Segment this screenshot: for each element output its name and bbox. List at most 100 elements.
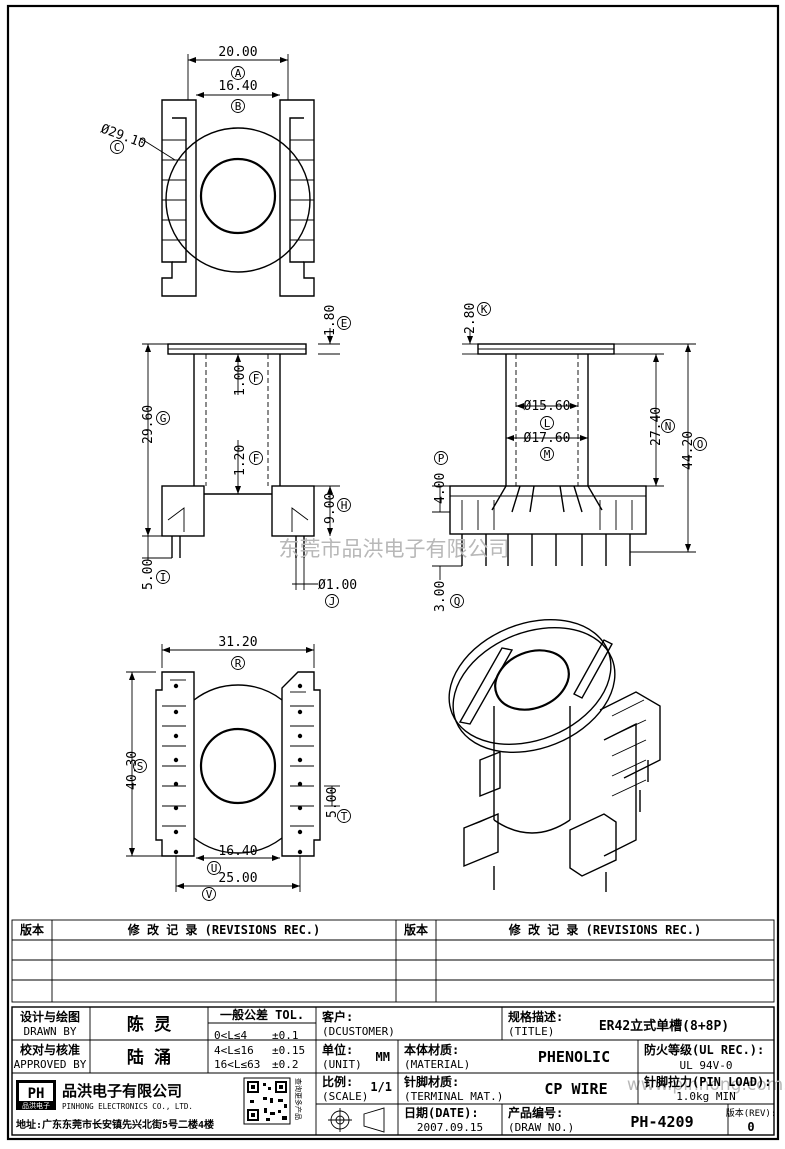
- label-h: H: [341, 499, 348, 512]
- unit-cn: 单位:: [322, 1042, 353, 1057]
- terminal-en: (TERMINAL MAT.): [404, 1090, 503, 1103]
- unit-en: (UNIT): [322, 1058, 362, 1071]
- projection-symbol-icon: [328, 1107, 385, 1133]
- revision-table: 版本 修 改 记 录 (REVISIONS REC.) 版本 修 改 记 录 (…: [11, 919, 775, 1003]
- tol-row-1-value: ±0.1: [272, 1029, 299, 1042]
- approved-by-name: 陆 涌: [127, 1048, 171, 1068]
- svg-text:品洪电子: 品洪电子: [22, 1101, 50, 1110]
- dim-k-value: 2.80: [463, 303, 478, 334]
- dim-u-value: 16.40: [218, 844, 257, 859]
- label-l: L: [544, 417, 551, 430]
- draw-no-cn: 产品编号:: [508, 1105, 563, 1120]
- company-logo-icon: PH 品洪电子: [16, 1080, 56, 1110]
- label-a: A: [235, 67, 242, 80]
- scale-value: 1/1: [370, 1080, 392, 1094]
- drawn-by-name: 陈 灵: [127, 1014, 172, 1035]
- label-v: V: [206, 888, 213, 901]
- approved-by-cn: 校对与核准: [20, 1042, 80, 1057]
- label-i: I: [160, 571, 167, 584]
- dim-o-value: 44.20: [681, 431, 696, 470]
- qr-code-icon: [243, 1077, 291, 1125]
- dim-t-value: 5.00: [325, 787, 340, 818]
- label-s: S: [137, 760, 144, 773]
- label-b: B: [235, 100, 242, 113]
- scale-cn: 比例:: [322, 1074, 353, 1089]
- watermark-url: www.pinhong.com.tw: [627, 1075, 785, 1095]
- date-cn: 日期(DATE):: [404, 1105, 479, 1120]
- unit-value: MM: [376, 1050, 390, 1064]
- fire-rating-cn: 防火等级(UL REC.):: [644, 1042, 764, 1057]
- company-name-cn: 品洪电子有限公司: [62, 1082, 182, 1100]
- dim-b-value: 16.40: [218, 79, 257, 94]
- terminal-value: CP WIRE: [544, 1080, 607, 1098]
- rev-col-version-right: 版本: [404, 922, 428, 937]
- draw-no-value: PH-4209: [630, 1113, 693, 1131]
- label-f1: F: [253, 372, 260, 385]
- spec-cn: 规格描述:: [508, 1009, 563, 1024]
- drawn-by-cn: 设计与绘图: [20, 1009, 80, 1024]
- label-o: O: [697, 438, 704, 451]
- fire-rating-value: UL 94V-0: [680, 1059, 733, 1072]
- rev-col-record-left: 修 改 记 录 (REVISIONS REC.): [127, 922, 321, 937]
- drawn-by-en: DRAWN BY: [24, 1025, 77, 1038]
- label-n: N: [665, 420, 672, 433]
- material-cn: 本体材质:: [404, 1042, 459, 1057]
- terminal-cn: 针脚材质:: [404, 1074, 459, 1089]
- dim-a-value: 20.00: [218, 45, 257, 60]
- tol-row-1-range: 0<L≤4: [214, 1029, 247, 1042]
- label-k: K: [481, 303, 488, 316]
- title-block: 设计与绘图 DRAWN BY 陈 灵 校对与核准 APPROVED BY 陆 涌…: [11, 1006, 777, 1136]
- top-view: 20.00 A 16.40 B Ø29.10 C: [99, 45, 315, 297]
- dim-i-value: 5.00: [141, 559, 156, 590]
- label-e: E: [341, 317, 348, 330]
- bottom-view: 31.20 R 40.30 S 5.00 T: [125, 635, 351, 901]
- isometric-view: [448, 618, 661, 892]
- revision-cn: 版本(REV):: [726, 1107, 777, 1119]
- sheet-border: [6, 4, 780, 1141]
- approved-by-en: APPROVED BY: [14, 1058, 87, 1071]
- svg-text:PH: PH: [28, 1086, 45, 1102]
- tolerance-title: 一般公差 TOL.: [220, 1007, 304, 1022]
- dim-h-value: 9.00: [323, 493, 338, 524]
- spec-en: (TITLE): [508, 1025, 554, 1038]
- scale-en: (SCALE): [322, 1090, 368, 1103]
- dim-m-value: Ø17.60: [524, 431, 571, 446]
- tol-row-3-range: 16<L≤63: [214, 1058, 260, 1071]
- label-r: R: [235, 657, 242, 670]
- dim-r-value: 31.20: [218, 635, 257, 650]
- dim-g-value: 29.60: [141, 405, 156, 444]
- tol-row-3-value: ±0.2: [272, 1058, 299, 1071]
- label-c: C: [114, 141, 121, 154]
- tol-row-2-value: ±0.15: [272, 1044, 305, 1057]
- watermark-text: 东莞市品洪电子有限公司: [279, 537, 510, 561]
- dim-v-value: 25.00: [218, 871, 257, 886]
- company-address: 地址:广东东莞市长安镇先兴北街5号二楼4楼: [16, 1118, 214, 1131]
- company-name-en: PINHONG ELECTRONICS CO., LTD.: [62, 1102, 193, 1111]
- date-value: 2007.09.15: [417, 1121, 483, 1134]
- rev-col-version-left: 版本: [20, 922, 44, 937]
- front-view: 1.80 E 1.00 F 29.60 G 1.20 F 9.00 H 5.00…: [141, 305, 357, 608]
- label-m: M: [544, 448, 551, 461]
- material-en: (MATERIAL): [404, 1058, 470, 1071]
- dim-l-value: Ø15.60: [524, 399, 571, 414]
- pin-load-cn: 针脚拉力(PIN LOAD):: [644, 1074, 771, 1089]
- pin-load-value: 1.0kg MIN: [676, 1090, 736, 1103]
- material-value: PHENOLIC: [538, 1048, 610, 1066]
- draw-no-en: (DRAW NO.): [508, 1121, 574, 1134]
- side-view: 2.80 K Ø15.60 L Ø17.60 M 27.40 N: [432, 302, 707, 612]
- customer-cn: 客户:: [321, 1009, 353, 1024]
- dim-f1-value: 1.00: [233, 365, 248, 396]
- dim-n-value: 27.40: [649, 407, 664, 446]
- spec-value: ER42立式单槽(8+8P): [599, 1018, 729, 1034]
- label-g: G: [160, 412, 167, 425]
- tol-row-2-range: 4<L≤16: [214, 1044, 254, 1057]
- label-u: U: [211, 862, 218, 875]
- label-j: J: [329, 595, 336, 608]
- label-q: Q: [454, 595, 461, 608]
- dim-q-value: 3.00: [433, 581, 448, 612]
- dim-f2-value: 1.20: [233, 445, 248, 476]
- rev-col-record-right: 修 改 记 录 (REVISIONS REC.): [508, 922, 702, 937]
- customer-en: (DCUSTOMER): [322, 1025, 395, 1038]
